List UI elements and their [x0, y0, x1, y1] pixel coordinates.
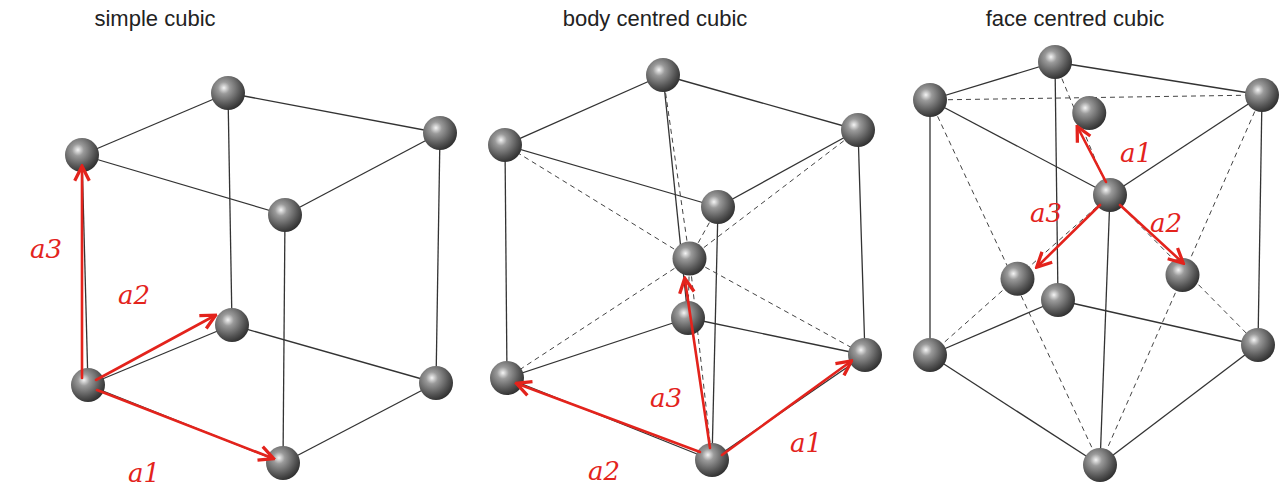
vector-label: a3 — [30, 236, 62, 262]
atom-sphere — [268, 198, 302, 232]
cube-edge — [228, 93, 440, 133]
atom-sphere — [266, 446, 300, 480]
atom-sphere — [71, 368, 105, 402]
atom-sphere — [646, 58, 680, 92]
atom-sphere — [419, 366, 453, 400]
cube-edge — [930, 300, 1058, 355]
dashed-line — [1100, 95, 1262, 465]
atom-sphere — [488, 128, 522, 162]
atom-sphere — [1241, 328, 1275, 362]
cube-edge — [712, 355, 865, 460]
cube-edge — [285, 133, 440, 215]
atom-sphere — [423, 116, 457, 150]
cube-edge — [1058, 300, 1258, 345]
cube-edge — [1100, 345, 1258, 465]
atom-sphere — [1245, 78, 1279, 112]
vector-label: a2 — [588, 458, 620, 484]
vector-label: a1 — [128, 460, 160, 486]
cube-edge — [712, 207, 718, 460]
cube-edge — [663, 75, 858, 130]
lattice-vector-arrow — [1120, 205, 1182, 262]
cube-edge — [283, 215, 285, 463]
lattice-vector-arrow — [96, 316, 214, 380]
dashed-line — [505, 145, 690, 259]
cube-edge — [929, 100, 930, 355]
cube-edge — [283, 383, 436, 463]
lattice-vector-arrow — [1078, 128, 1106, 182]
dashed-line — [1055, 62, 1110, 195]
cube-edge — [1055, 62, 1262, 95]
atom-sphere — [701, 190, 735, 224]
cube-edge — [858, 130, 865, 355]
atom-sphere — [913, 83, 947, 117]
vector-label: a2 — [1150, 210, 1182, 236]
atom-sphere — [673, 242, 707, 276]
cube-edge — [718, 130, 858, 207]
dashed-line — [690, 259, 866, 356]
lattice-title: simple cubic — [94, 8, 215, 30]
atom-sphere — [1001, 262, 1035, 296]
vector-label: a3 — [650, 385, 682, 411]
lattice-vector-arrow — [97, 390, 272, 458]
atom-sphere — [695, 443, 729, 477]
atom-sphere — [490, 361, 524, 395]
cube-edge — [228, 93, 232, 325]
cube-edge — [505, 145, 718, 207]
vector-label: a3 — [1030, 200, 1062, 226]
atom-sphere — [211, 76, 245, 110]
cube-edge — [88, 325, 232, 385]
atom-sphere — [848, 338, 882, 372]
lattice-vector-arrow — [722, 362, 850, 455]
atom-sphere — [1038, 45, 1072, 79]
lattice-vector-arrow — [685, 280, 710, 448]
cube-edge — [82, 93, 228, 155]
atom-sphere — [1041, 283, 1075, 317]
atom-sphere — [215, 308, 249, 342]
cube-edge — [88, 385, 283, 463]
dashed-line — [930, 100, 1100, 465]
atom-sphere — [913, 338, 947, 372]
cube-edge — [82, 155, 88, 385]
cube-edge — [505, 145, 507, 378]
dashed-line — [1110, 195, 1258, 345]
cube-edge — [507, 378, 712, 460]
cube-edge — [507, 318, 688, 378]
cube-edge — [232, 325, 436, 383]
vector-label: a2 — [118, 282, 150, 308]
lattice-vector-arrow — [518, 384, 700, 452]
lattice-vector-arrow — [81, 168, 84, 378]
atom-sphere — [841, 113, 875, 147]
atom-sphere — [1072, 96, 1106, 130]
cube-edge — [930, 62, 1055, 100]
dashed-line — [690, 259, 713, 461]
dashed-line — [507, 259, 690, 379]
vector-label: a1 — [1120, 140, 1152, 166]
cube-edge — [82, 155, 285, 215]
cube-edge — [505, 75, 663, 145]
cube-edge — [1258, 95, 1262, 345]
lattice-title: face centred cubic — [986, 8, 1165, 30]
dashed-line — [930, 195, 1110, 355]
dashed-line — [690, 130, 859, 259]
cube-edge — [1110, 95, 1262, 195]
cube-edge — [436, 133, 440, 383]
atom-sphere — [1083, 448, 1117, 482]
dashed-line — [663, 75, 690, 259]
lattice-title: body centred cubic — [563, 8, 748, 30]
vector-label: a1 — [790, 430, 822, 456]
cube-edge — [1100, 195, 1110, 465]
